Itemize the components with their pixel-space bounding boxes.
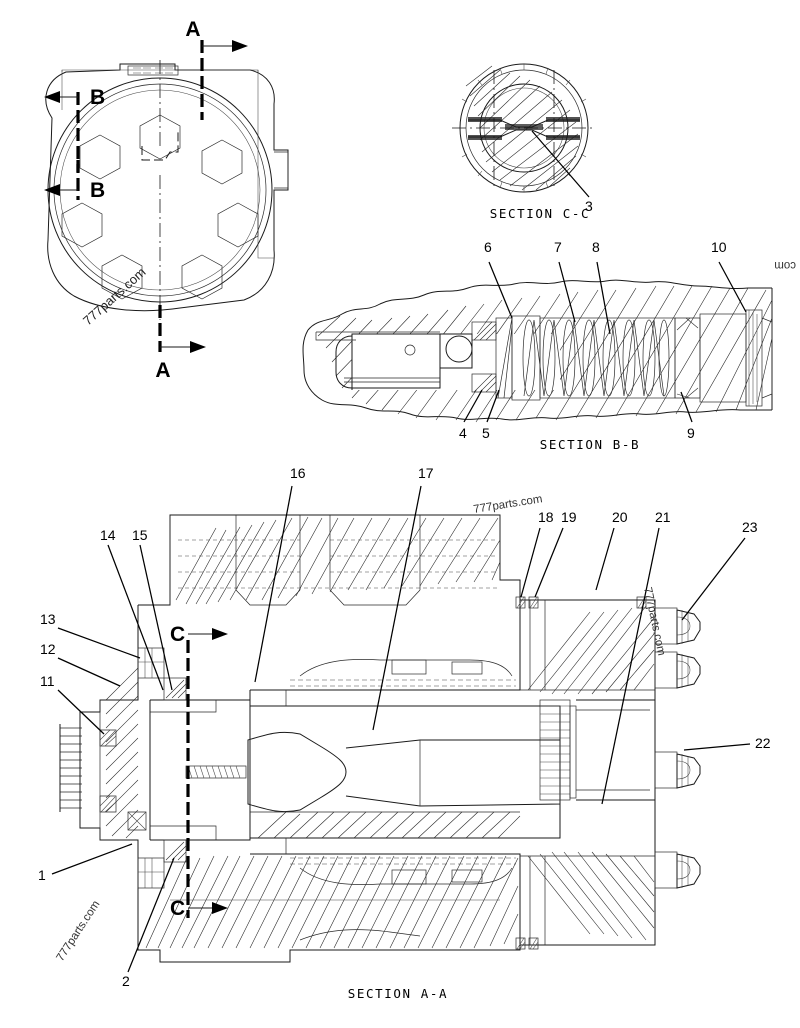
inner-spline-teeth [540,705,570,795]
watermark-face-view: 777parts.com [80,264,149,328]
watermark-section-aa-vertical: 777parts.com [641,586,667,657]
callout-number-22: 22 [755,735,771,751]
callout-11: 11 [40,673,105,735]
cut-mark-c-top: C [170,623,228,646]
callout-number-18: 18 [538,509,554,525]
callout-9: 9 [680,391,695,441]
callout-13: 13 [40,611,141,659]
small-seal-pack [185,765,247,779]
cut-letter-a-top: A [185,18,200,41]
callout-12: 12 [40,641,121,687]
callout-number-17: 17 [418,465,434,481]
callout-number-12: 12 [40,641,56,657]
callout-7: 7 [554,239,576,323]
cut-mark-b-bottom: B [44,160,105,202]
cut-letter-c-bottom: C [170,897,185,920]
seal-18 [515,596,526,950]
caption-section-cc: SECTION C-C [490,206,590,221]
spring-coils [522,319,670,397]
callout-20: 20 [595,509,628,591]
callout-number-2: 2 [122,973,130,989]
spline-shaft-end [59,724,82,812]
callout-number-8: 8 [592,239,600,255]
callout-number-14: 14 [100,527,116,543]
callout-22: 22 [683,735,771,751]
callout-8: 8 [592,239,611,335]
callout-number-20: 20 [612,509,628,525]
callout-6: 6 [484,239,513,319]
left-seal-pack [99,647,187,889]
callout-1: 1 [38,843,133,883]
callout-17: 17 [372,465,434,731]
callout-number-16: 16 [290,465,306,481]
callout-number-11: 11 [40,673,55,689]
cut-letter-a-bottom: A [155,359,170,382]
callout-21: 21 [601,509,671,805]
callout-5: 5 [482,389,500,441]
section-b-b-view: 6 7 8 10 4 5 9 SECTION B-B com [302,239,796,452]
callout-number-9: 9 [687,425,695,441]
seal-19 [528,596,539,950]
callout-number-7: 7 [554,239,562,255]
callout-2: 2 [122,857,175,989]
section-c-c-view: 3 SECTION C-C [452,63,596,221]
callout-number-23: 23 [742,519,758,535]
watermark-section-aa-top: 777parts.com [473,493,544,516]
callout-number-15: 15 [132,527,148,543]
cut-letter-c-top: C [170,623,185,646]
callout-number-4: 4 [459,425,467,441]
callout-4: 4 [459,389,483,441]
bolt-heads [61,114,259,300]
callout-3: 3 [531,130,593,214]
callout-number-13: 13 [40,611,56,627]
cut-mark-b-top: B [44,86,105,172]
callout-number-5: 5 [482,425,490,441]
hex-bolts-right [654,607,701,889]
cut-letter-b-top: B [90,86,105,109]
callout-number-1: 1 [38,867,46,883]
front-face-view: A A B B 777parts.com [44,18,289,382]
callout-number-21: 21 [655,509,671,525]
lower-block-hatch [145,855,519,949]
callout-18: 18 [520,509,554,598]
watermark-section-bb-edge: com [774,259,796,271]
upper-block-hatch [175,516,501,605]
gear-hidden-lines [178,539,498,589]
cut-mark-a-top: A [185,18,248,120]
callout-14: 14 [100,527,164,691]
cut-mark-c-bottom: C [170,897,228,920]
callout-15: 15 [132,527,173,691]
watermark-section-aa-bottom: 777parts.com [54,899,102,964]
caption-section-bb: SECTION B-B [540,437,640,452]
cut-letter-b-bottom: B [90,179,105,202]
right-housing-hatch [527,605,655,941]
callout-23: 23 [681,519,758,621]
callout-number-19: 19 [561,509,577,525]
cut-mark-a-bottom: A [155,305,206,382]
callout-19: 19 [534,509,577,598]
spline-teeth [461,64,587,192]
callout-number-6: 6 [484,239,492,255]
caption-section-aa: SECTION A-A [348,986,448,1001]
section-hatch-ring [465,65,579,191]
callout-number-3: 3 [585,198,593,214]
callout-10: 10 [711,239,747,313]
section-a-a-view: C C 16 17 14 15 13 12 [38,465,771,1001]
callout-number-10: 10 [711,239,727,255]
callout-16: 16 [254,465,306,683]
